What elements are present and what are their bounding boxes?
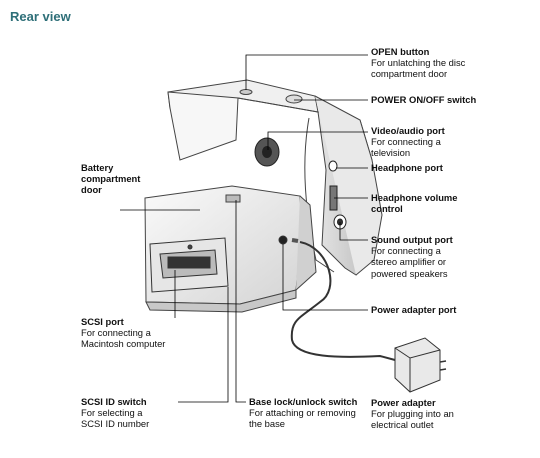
callout-scsi-port: SCSI port For connecting a Macintosh com… (81, 316, 166, 350)
callout-headphone-volume: Headphone volume control (371, 192, 458, 215)
callout-open-button: OPEN button For unlatching the disc comp… (371, 46, 466, 80)
callout-battery-door: Battery compartment door (81, 162, 141, 196)
callout-sound-output-port: Sound output port For connecting a stere… (371, 234, 453, 279)
video-audio-port (254, 137, 280, 167)
callout-scsi-id-switch: SCSI ID switch For selecting a SCSI ID n… (81, 396, 150, 430)
page-title: Rear view (10, 9, 71, 24)
upper-unit (167, 79, 383, 276)
callout-power-switch: POWER ON/OFF switch (371, 94, 477, 105)
power-cable (278, 235, 396, 361)
callout-base-lock-switch: Base lock/unlock switch For attaching or… (249, 396, 358, 430)
scsi-port-recess (149, 237, 229, 293)
callout-power-adapter-port: Power adapter port (371, 304, 457, 315)
callout-video-audio-port: Video/audio port For connecting a televi… (371, 125, 445, 159)
power-adapter (394, 337, 447, 393)
callout-headphone-port: Headphone port (371, 162, 443, 173)
leader-lines (120, 54, 368, 403)
callout-power-adapter: Power adapter For plugging into an elect… (371, 397, 454, 431)
